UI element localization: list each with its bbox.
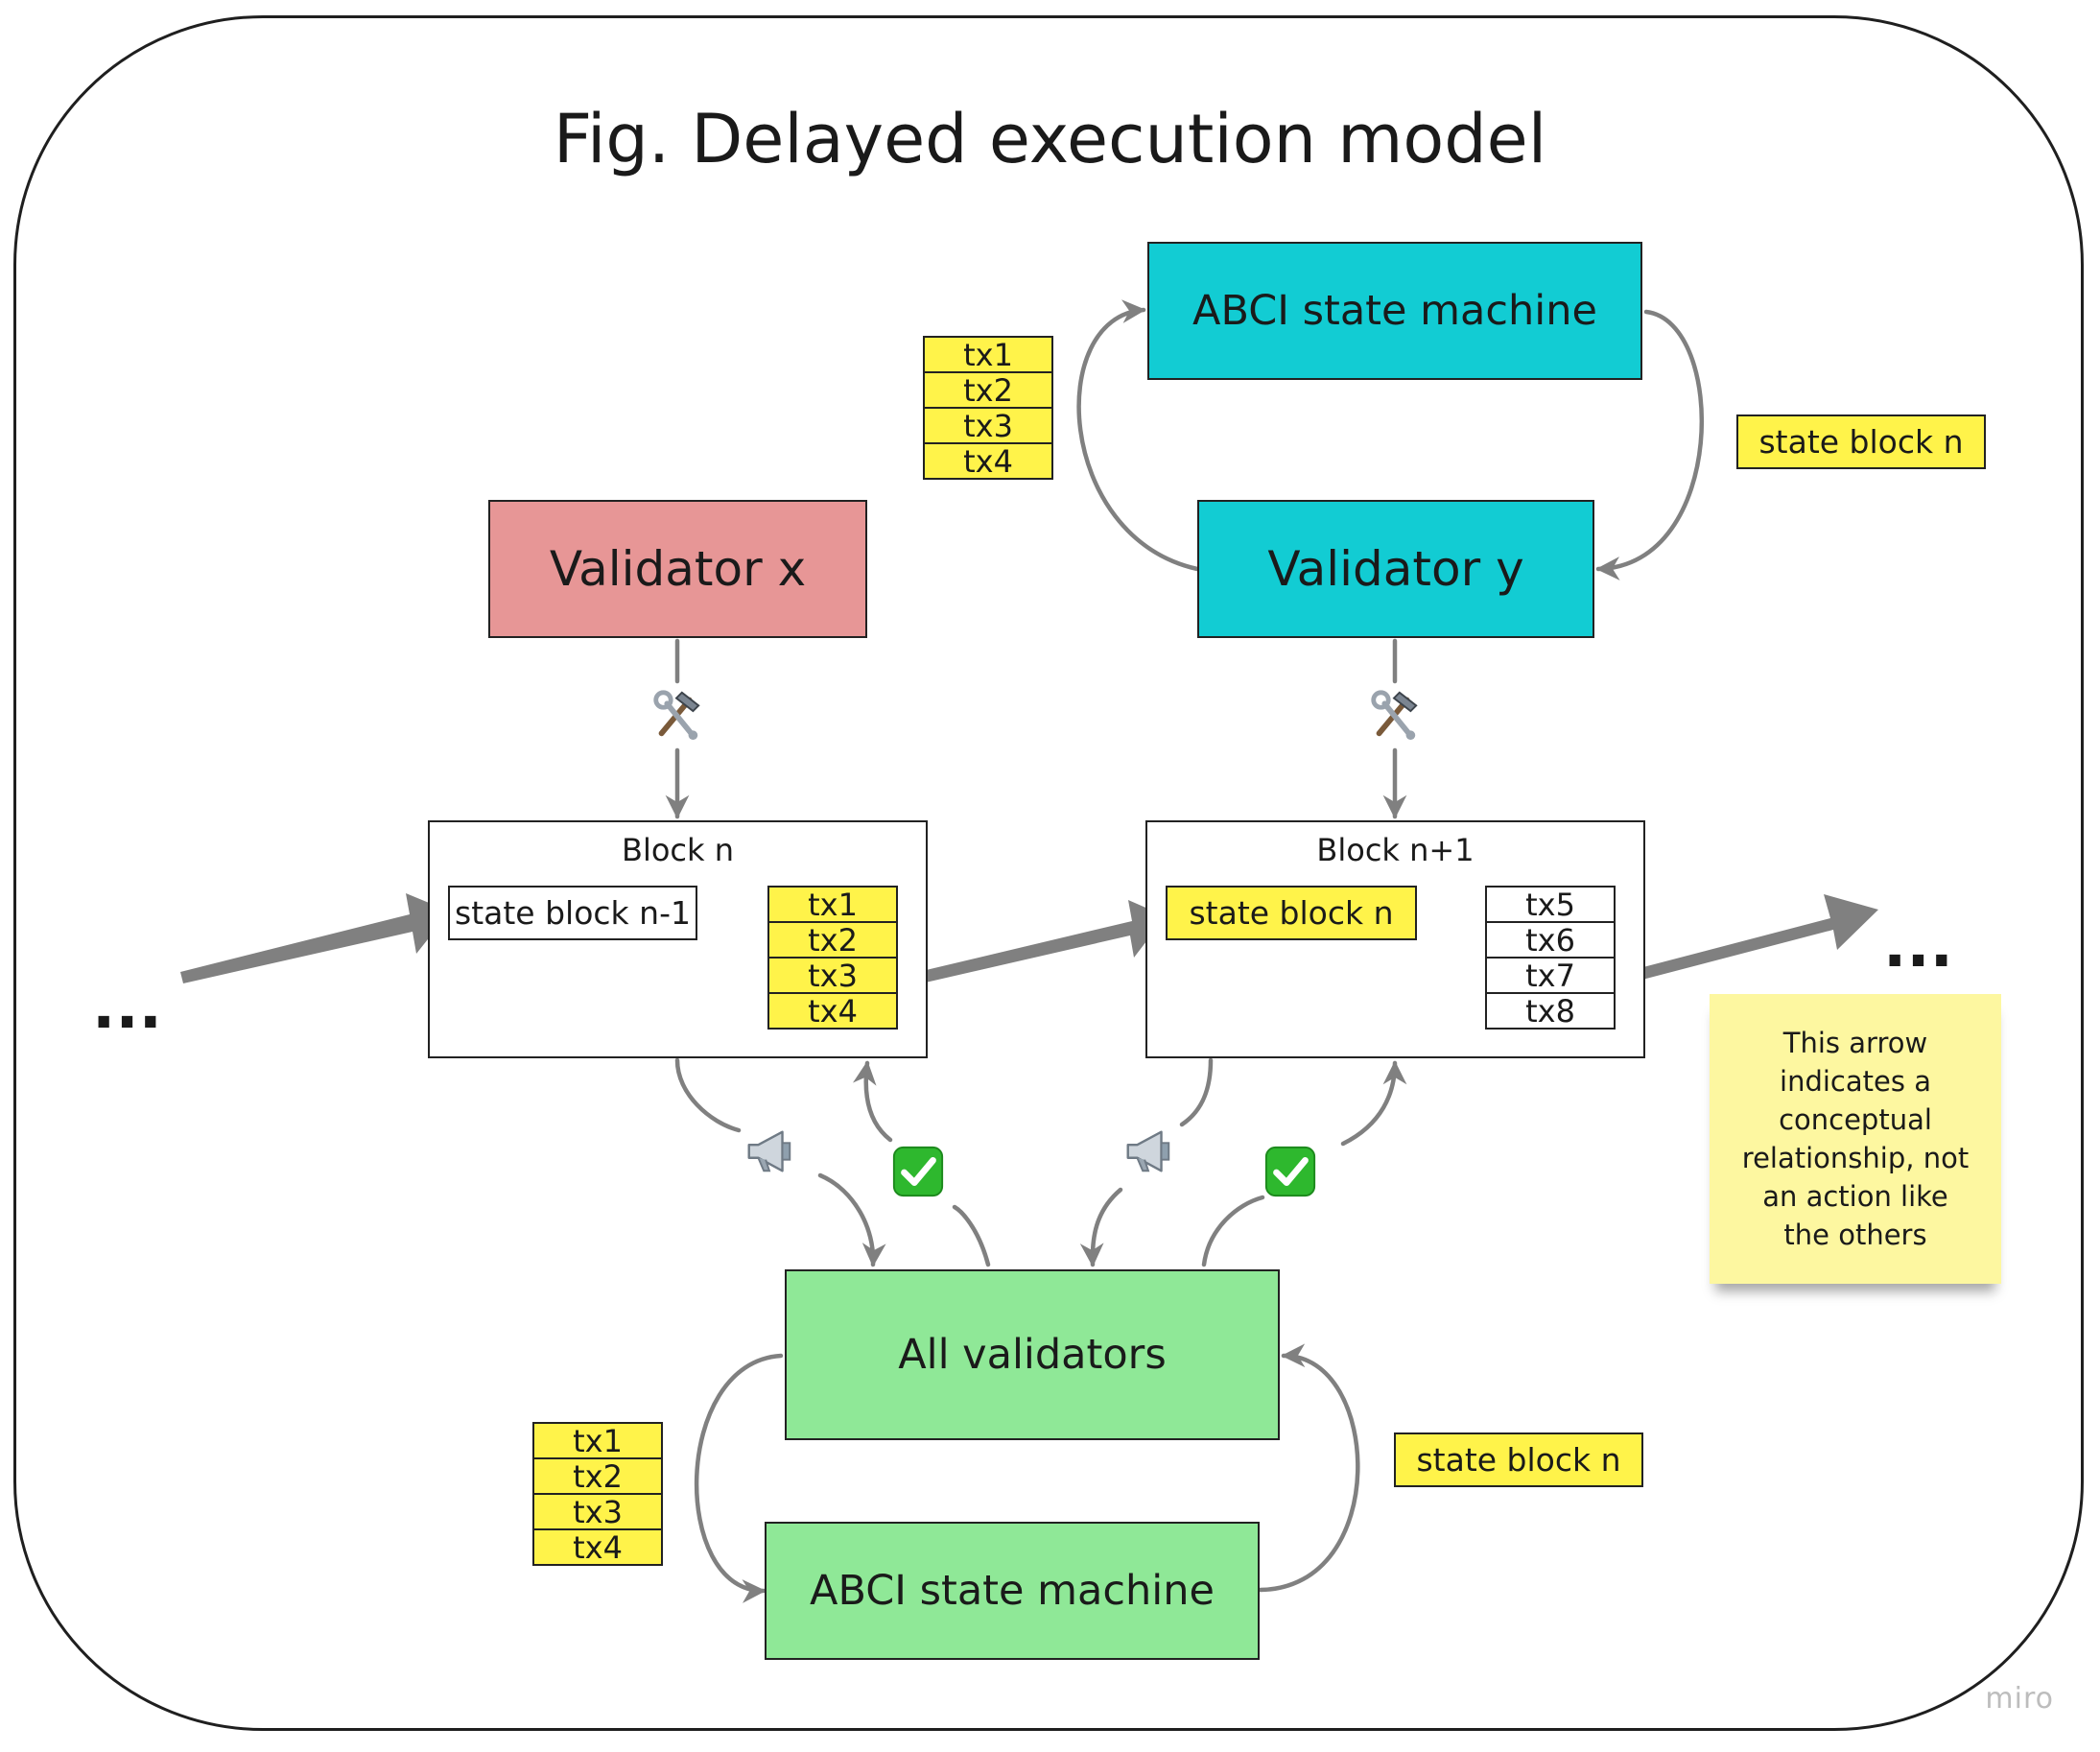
check-mark-icon	[1264, 1146, 1316, 1197]
tx-row: tx3	[923, 407, 1053, 444]
chain-arrow-out-of-block-n1	[1617, 894, 1878, 985]
state-tag-bottom-right-label: state block n	[1416, 1441, 1621, 1479]
arrow-block-n1-vote-a	[1201, 1195, 1265, 1267]
miro-watermark: miro	[1985, 1682, 2054, 1716]
tx-row: tx2	[767, 921, 898, 959]
chain-arrow-into-block-n1	[902, 900, 1166, 987]
ellipsis-left: ...	[92, 972, 162, 1043]
tx-row: tx1	[532, 1422, 663, 1459]
block-n-state-tag: state block n-1	[448, 886, 697, 940]
tx-row: tx1	[767, 886, 898, 923]
abci-state-machine-bottom: ABCI state machine	[765, 1522, 1260, 1660]
validator-y: Validator y	[1197, 500, 1594, 638]
arrow-abci-to-all-validators	[1258, 1343, 1360, 1593]
block-n-state-label: state block n-1	[455, 894, 691, 932]
bottom-tx-stack: tx1 tx2 tx3 tx4	[532, 1422, 663, 1566]
tx-row: tx4	[767, 992, 898, 1030]
tx-row: tx8	[1485, 992, 1616, 1030]
validator-x: Validator x	[488, 500, 867, 638]
arrow-block-n1-broadcast-b	[1079, 1187, 1123, 1267]
tx-row: tx4	[923, 442, 1053, 480]
chain-arrow-into-block-n	[180, 893, 450, 983]
tx-row: tx2	[923, 371, 1053, 409]
sticky-note-text: This arrow indicates a conceptual relati…	[1741, 1027, 1970, 1251]
hammer-and-wrench-icon	[653, 690, 700, 741]
tx-row: tx3	[532, 1493, 663, 1530]
block-n-title: Block n	[622, 832, 734, 868]
check-mark-icon	[892, 1146, 944, 1197]
block-n1-tx-stack: tx5 tx6 tx7 tx8	[1485, 886, 1616, 1030]
tx-row: tx1	[923, 336, 1053, 373]
state-tag-top-right: state block n	[1736, 414, 1986, 469]
block-n: Block n state block n-1 tx1 tx2 tx3 tx4	[428, 820, 928, 1058]
state-tag-top-right-label: state block n	[1758, 423, 1964, 461]
megaphone-icon	[747, 1130, 791, 1172]
arrow-block-n1-vote-b	[1340, 1060, 1407, 1147]
block-n1-state-tag: state block n	[1166, 886, 1417, 940]
tx-row: tx3	[767, 957, 898, 994]
tx-row: tx7	[1485, 957, 1616, 994]
sticky-note: This arrow indicates a conceptual relati…	[1710, 994, 2001, 1284]
arrow-block-n-broadcast-b	[817, 1172, 886, 1267]
block-n-tx-stack: tx1 tx2 tx3 tx4	[767, 886, 898, 1030]
validator-x-label: Validator x	[549, 541, 807, 597]
all-validators: All validators	[785, 1269, 1280, 1440]
diagram-title: Fig. Delayed execution model	[553, 100, 1547, 178]
tx-row: tx6	[1485, 921, 1616, 959]
block-n1-title: Block n+1	[1316, 832, 1475, 868]
megaphone-icon	[1126, 1130, 1170, 1172]
arrow-all-validators-to-abci	[695, 1353, 784, 1603]
arrow-block-n-broadcast-a	[674, 1057, 742, 1133]
diagram-frame	[13, 15, 2084, 1731]
abci-state-machine-bottom-label: ABCI state machine	[810, 1567, 1215, 1615]
validator-y-label: Validator y	[1267, 541, 1524, 597]
tx-row: tx4	[532, 1528, 663, 1566]
all-validators-label: All validators	[898, 1331, 1167, 1379]
tx-row: tx5	[1485, 886, 1616, 923]
arrow-block-n-vote-a	[952, 1204, 991, 1267]
arrow-abci-to-validator-y	[1595, 309, 1705, 580]
hammer-and-wrench-icon	[1371, 690, 1418, 741]
tx-row: tx2	[532, 1457, 663, 1495]
arrow-block-n-vote-b	[852, 1060, 893, 1143]
arrow-block-n1-broadcast-a	[1179, 1057, 1214, 1127]
arrow-validator-y-to-abci	[1076, 299, 1200, 572]
state-tag-bottom-right: state block n	[1394, 1432, 1643, 1487]
block-n1-state-label: state block n	[1189, 894, 1394, 932]
block-n-plus-1: Block n+1 state block n tx5 tx6 tx7 tx8	[1145, 820, 1645, 1058]
ellipsis-right: ...	[1883, 911, 1953, 982]
top-tx-stack: tx1 tx2 tx3 tx4	[923, 336, 1053, 480]
abci-state-machine-top-label: ABCI state machine	[1192, 287, 1597, 335]
abci-state-machine-top: ABCI state machine	[1147, 242, 1642, 380]
